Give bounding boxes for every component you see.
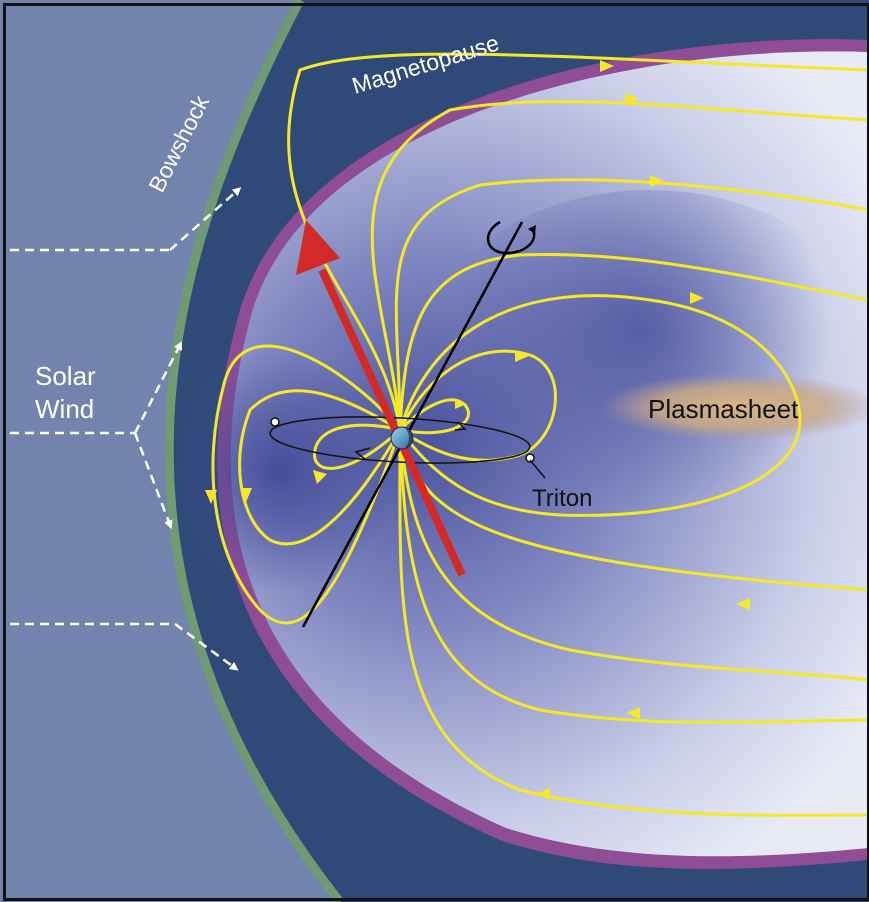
field-line-bottom-2 — [398, 429, 869, 682]
solar-wind-label-line2: Wind — [35, 394, 94, 424]
magnetic-axis — [318, 268, 466, 577]
field-arrow-12 — [313, 470, 327, 484]
field-line-bottom-3 — [398, 429, 869, 724]
triton-moon — [525, 453, 535, 463]
field-line-inner-loop-right — [398, 349, 557, 462]
plasmasheet-label: Plasmasheet — [648, 394, 799, 424]
field-arrow-2 — [625, 93, 639, 105]
triton-orbit — [269, 416, 531, 464]
field-line-bottom-4 — [398, 429, 869, 817]
orbit-direction-arrow-2 — [454, 421, 467, 431]
field-lines — [211, 52, 869, 817]
field-arrow-8 — [626, 707, 640, 719]
field-line-outer-loop-left — [211, 344, 402, 625]
field-line-top-2 — [370, 99, 869, 431]
field-arrow-9 — [536, 788, 550, 800]
solar-wind-label-line1: Solar — [35, 361, 96, 391]
magnetic-axis-arrowhead — [296, 220, 340, 275]
solar-wind-arrows — [10, 187, 242, 671]
deflected-arrow-top — [169, 187, 242, 251]
field-line-top-3 — [394, 178, 869, 431]
bowshock-line — [164, 0, 344, 902]
rotation-indicator — [487, 220, 536, 255]
rotation-arrowhead — [528, 225, 536, 234]
triton-label: Triton — [532, 485, 592, 512]
planet-shadow — [402, 427, 413, 449]
field-line-top-4 — [398, 252, 869, 431]
field-line-small-loop-left — [313, 423, 404, 470]
field-arrow-11 — [240, 488, 252, 502]
orbit-direction-arrow — [354, 447, 371, 461]
inner-lobe-left — [180, 320, 420, 620]
field-arrow-1 — [600, 60, 614, 72]
deflected-arrow-middle-up — [133, 341, 182, 434]
field-arrow-3 — [650, 175, 664, 187]
field-line-plasmasheet-loop — [398, 294, 802, 517]
field-arrow-5 — [515, 350, 529, 362]
field-arrow-7 — [736, 598, 750, 610]
inner-lobe-right — [420, 190, 869, 530]
field-direction-arrows — [205, 60, 750, 800]
field-line-outer-top — [287, 52, 869, 431]
field-arrow-4 — [690, 292, 704, 304]
deflected-arrow-middle-down — [133, 432, 173, 530]
orbit-marker-left — [270, 417, 280, 427]
field-line-small-loop-right — [396, 398, 471, 435]
rotation-axis — [301, 221, 524, 628]
deflected-arrow-bottom — [174, 622, 239, 671]
field-arrow-6 — [455, 399, 467, 409]
plasmasheet-region — [600, 373, 869, 441]
field-arrow-10 — [205, 490, 217, 504]
triton-leader-line — [529, 459, 546, 479]
